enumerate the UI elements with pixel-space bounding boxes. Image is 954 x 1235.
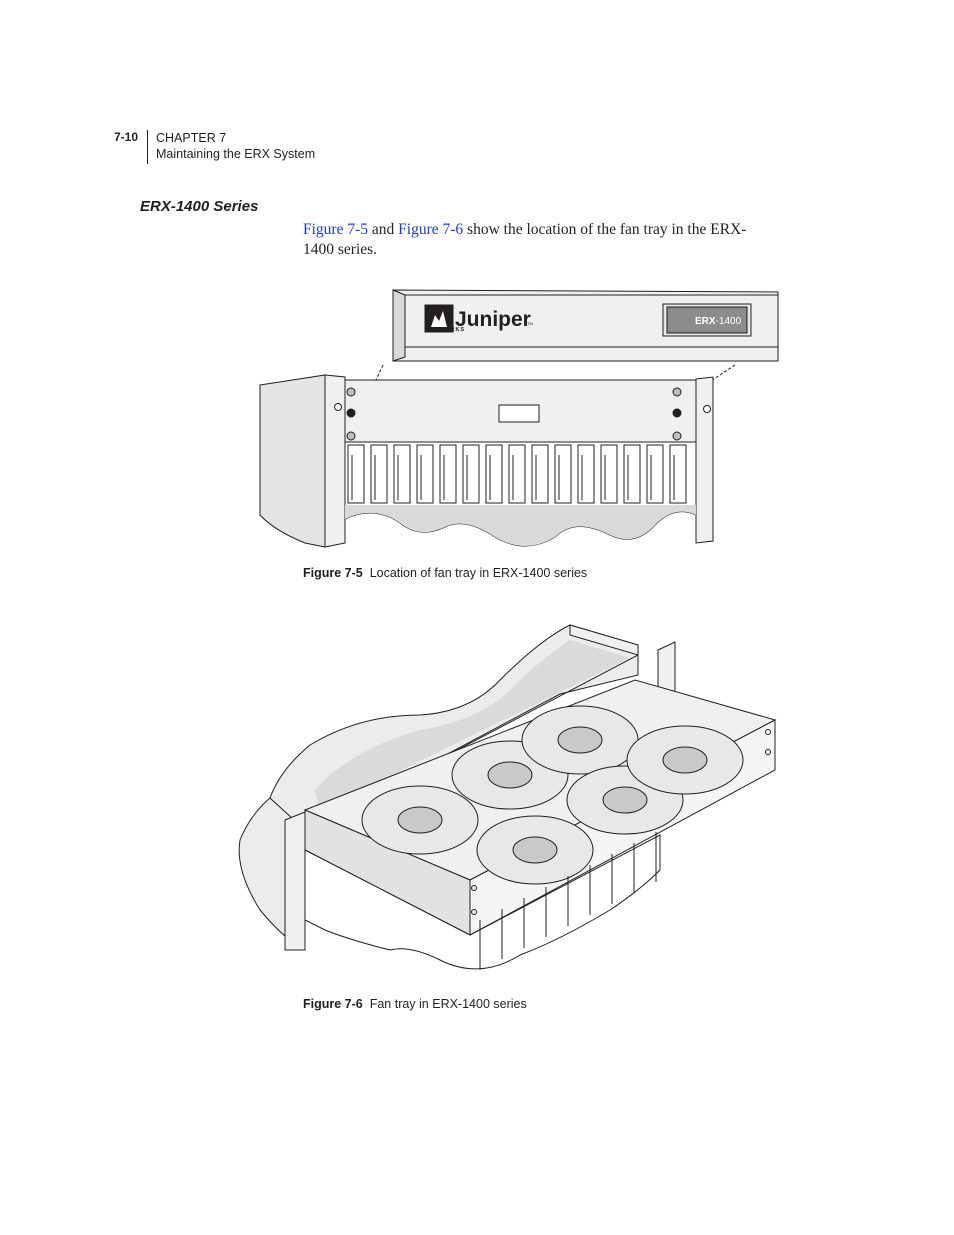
module-slot	[393, 444, 411, 504]
chapter-title: Maintaining the ERX System	[156, 147, 316, 161]
module-slot	[623, 444, 641, 504]
fan-hub	[487, 761, 533, 789]
model-label: ERX-1400	[695, 316, 742, 327]
figure-7-5-caption-label: Figure 7-5	[303, 566, 363, 580]
module-slot	[554, 444, 572, 504]
module-slot	[439, 444, 457, 504]
figure-7-5-illustration: Juniper NETWORKS TM ERX-1400	[259, 289, 779, 548]
body-paragraph: Figure 7-5 and Figure 7-6 show the locat…	[303, 220, 773, 260]
module-slot	[416, 444, 434, 504]
figure-7-5-link[interactable]: Figure 7-5	[303, 221, 369, 238]
body-text-1: and	[368, 221, 399, 238]
module-slot	[370, 444, 388, 504]
header-divider	[147, 130, 148, 164]
figure-7-6-caption-text: Fan tray in ERX-1400 series	[369, 997, 527, 1011]
figure-7-5-caption-text: Location of fan tray in ERX-1400 series	[369, 566, 588, 580]
fan-hub	[397, 806, 443, 834]
juniper-logo-subtext: NETWORKS	[425, 327, 465, 333]
fan-hub	[512, 836, 558, 864]
model-label-bold: ERX	[695, 316, 716, 327]
fan-hub	[602, 786, 648, 814]
figure-7-6-caption: Figure 7-6 Fan tray in ERX-1400 series	[303, 997, 527, 1011]
trademark-mark: TM	[527, 321, 533, 326]
module-slot	[600, 444, 618, 504]
module-slot	[577, 444, 595, 504]
module-slot	[347, 444, 365, 504]
figure-7-5-caption: Figure 7-5 Location of fan tray in ERX-1…	[303, 566, 587, 580]
juniper-logo-text: Juniper	[455, 308, 531, 331]
fan-hub	[557, 726, 603, 754]
module-slot	[508, 444, 526, 504]
figure-7-6-caption-label: Figure 7-6	[303, 997, 363, 1011]
module-slot	[462, 444, 480, 504]
module-slot	[531, 444, 549, 504]
chapter-label: CHAPTER 7	[156, 131, 227, 145]
figure-7-6-link[interactable]: Figure 7-6	[398, 221, 464, 238]
body-text-2: show the location of the fan tray in the…	[303, 221, 747, 258]
figure-7-6-illustration	[238, 624, 777, 970]
fan-hub	[662, 746, 708, 774]
module-slot	[669, 444, 687, 504]
module-slot	[646, 444, 664, 504]
running-header: CHAPTER 7 Maintaining the ERX System	[156, 130, 315, 162]
module-slot	[485, 444, 503, 504]
page-number: 7-10	[114, 130, 139, 144]
section-title: ERX-1400 Series	[140, 198, 259, 215]
model-label-rest: -1400	[716, 316, 742, 327]
